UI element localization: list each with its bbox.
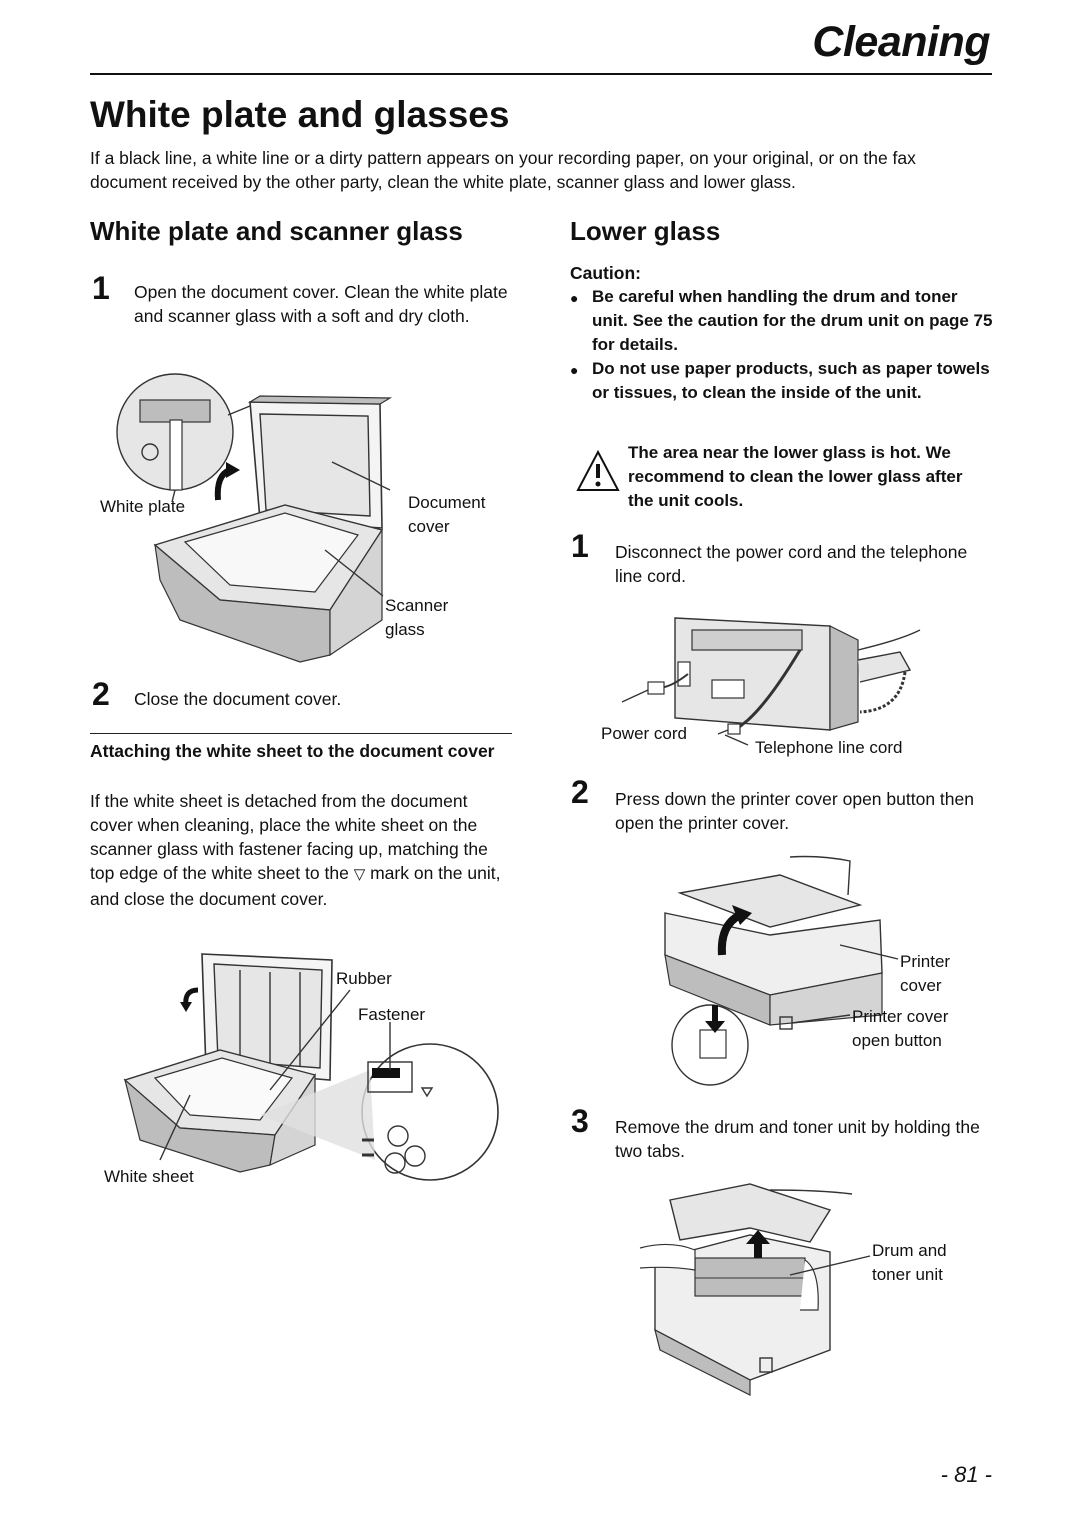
- label-document-cover-line1: Document: [408, 493, 486, 512]
- triangle-mark-icon: ▽: [353, 866, 366, 883]
- right-heading: Lower glass: [570, 216, 721, 246]
- scanner-open-illustration: [116, 373, 393, 663]
- header-divider: [90, 73, 992, 75]
- label-document-cover-line2: cover: [408, 517, 450, 536]
- label-rubber: Rubber: [336, 969, 392, 988]
- left-step-2-text: Close the document cover.: [134, 689, 342, 709]
- attach-body-part2: mark on the unit, and close the document…: [90, 863, 501, 909]
- left-heading: White plate and scanner glass: [90, 216, 463, 246]
- printer-cover-illustration: [664, 855, 899, 1086]
- section-title: Cleaning: [812, 18, 990, 66]
- label-scanner-glass-line1: Scanner: [385, 596, 449, 615]
- caution-item: ●Do not use paper products, such as pape…: [570, 359, 990, 402]
- right-step-1-text: Disconnect the power cord and the teleph…: [615, 542, 968, 586]
- right-step-2-text: Press down the printer cover open button…: [615, 789, 974, 833]
- right-step-3-number: 3: [571, 1103, 589, 1139]
- label-printer-cover-line1: Printer: [900, 952, 951, 971]
- label-printer-cover-line2: cover: [900, 976, 942, 995]
- white-sheet-illustration: [123, 953, 499, 1181]
- label-scanner-glass-line2: glass: [385, 620, 425, 639]
- label-drum-line2: toner unit: [872, 1265, 943, 1284]
- label-power-cord: Power cord: [601, 724, 687, 743]
- page-title: White plate and glasses: [90, 94, 510, 135]
- left-step-1-number: 1: [92, 270, 110, 306]
- left-step-1-text: Open the document cover. Clean the white…: [134, 282, 508, 326]
- label-drum-line1: Drum and: [872, 1241, 947, 1260]
- right-step-2-number: 2: [571, 774, 589, 810]
- drum-removal-illustration: [639, 1183, 871, 1396]
- left-step-2-number: 2: [92, 676, 110, 712]
- page-number: - 81 -: [940, 1462, 992, 1487]
- label-white-sheet: White sheet: [104, 1167, 194, 1186]
- caution-list: ●Be careful when handling the drum and t…: [570, 285, 995, 405]
- warning-triangle-icon: [576, 449, 620, 491]
- label-fastener: Fastener: [358, 1005, 426, 1024]
- label-telephone-line-cord: Telephone line cord: [755, 738, 903, 757]
- attach-body-part1: If the white sheet is detached from the …: [90, 791, 488, 883]
- warning-text: The area near the lower glass is hot. We…: [628, 443, 963, 510]
- right-step-1-number: 1: [571, 528, 589, 564]
- caution-label: Caution:: [570, 263, 641, 283]
- label-open-button-line1: Printer cover: [852, 1007, 949, 1026]
- attach-body: If the white sheet is detached from the …: [90, 789, 515, 911]
- label-open-button-line2: open button: [852, 1031, 942, 1050]
- attach-heading: Attaching the white sheet to the documen…: [90, 741, 495, 761]
- caution-item: ●Be careful when handling the drum and t…: [570, 287, 993, 354]
- right-step-3-text: Remove the drum and toner unit by holdin…: [615, 1117, 980, 1161]
- label-white-plate: White plate: [100, 497, 186, 516]
- intro-paragraph: If a black line, a white line or a dirty…: [90, 148, 916, 192]
- attach-section-divider: [90, 733, 512, 734]
- rear-cords-illustration: [621, 617, 921, 746]
